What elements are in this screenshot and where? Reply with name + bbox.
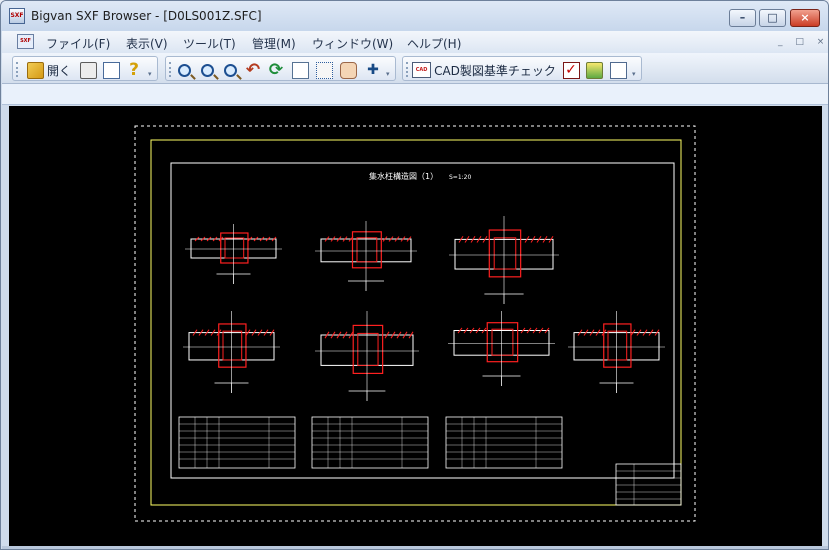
folder-icon — [26, 61, 44, 79]
zoom-in-icon — [200, 63, 214, 77]
detail-bottom-2 — [315, 311, 419, 401]
open-button[interactable]: 開く — [23, 60, 75, 80]
rebar-table — [178, 416, 296, 469]
menu-file[interactable]: ファイル(F) — [46, 37, 111, 51]
refresh-icon: ⟳ — [268, 59, 284, 80]
detail-bottom-1 — [183, 311, 280, 393]
check-toolbar: CAD CAD製図基準チェック ✓ ▾ — [402, 56, 642, 81]
layers-button[interactable] — [584, 60, 604, 80]
checklist-button[interactable]: ✓ — [561, 60, 581, 80]
cad-drawing[interactable]: 集水枉構造図（1） S=1:20 — [9, 106, 822, 546]
help-button[interactable]: ? — [124, 60, 144, 80]
title-block — [615, 463, 682, 506]
checklist-icon: ✓ — [562, 61, 580, 79]
toolbar-grip[interactable] — [16, 62, 18, 77]
cad-check-label: CAD製図基準チェック — [434, 63, 556, 78]
chevron-down-icon[interactable]: ▾ — [632, 70, 636, 78]
empty-toolbar-area — [2, 84, 828, 105]
select-button[interactable]: ✚ — [363, 60, 383, 80]
menu-view[interactable]: 表示(V) — [126, 37, 168, 51]
zoom-icon — [177, 63, 191, 77]
detail-top-1 — [185, 224, 282, 284]
detail-bottom-3 — [448, 311, 555, 386]
zoom-button[interactable] — [174, 60, 194, 80]
fit-window-button[interactable] — [314, 60, 334, 80]
zoom-in-button[interactable] — [197, 60, 217, 80]
printer-icon — [79, 61, 97, 79]
rebar-tables — [178, 416, 563, 469]
app-icon[interactable]: SXF — [9, 8, 25, 24]
menu-manage[interactable]: 管理(M) — [252, 37, 296, 51]
drawing-scale: S=1:20 — [449, 174, 471, 181]
detail-bottom-4 — [568, 311, 665, 393]
view-toolbar: ↶ ⟳ ✚ ▾ — [165, 56, 396, 81]
menu-tools[interactable]: ツール(T) — [183, 37, 236, 51]
chart-button[interactable] — [608, 60, 628, 80]
layers-icon — [585, 61, 603, 79]
open-label: 開く — [46, 63, 71, 78]
rebar-table — [445, 416, 563, 469]
toolbar-grip[interactable] — [169, 62, 171, 77]
detail-top-2 — [315, 221, 417, 291]
close-icon: × — [800, 11, 810, 24]
status-strip — [2, 546, 828, 549]
title-bar[interactable]: SXF Bigvan SXF Browser - [D0LS001Z.SFC] … — [1, 1, 828, 31]
zoom-out-icon — [223, 63, 237, 77]
window-title: Bigvan SXF Browser - [D0LS001Z.SFC] — [31, 9, 262, 23]
menu-window[interactable]: ウィンドウ(W) — [312, 37, 394, 51]
section-details — [183, 216, 665, 401]
close-button[interactable]: × — [790, 9, 820, 27]
detail-top-3 — [449, 216, 559, 304]
mdi-window-controls[interactable]: _ □ × — [778, 37, 829, 47]
print-preview-icon — [102, 61, 120, 79]
refresh-button[interactable]: ⟳ — [266, 60, 286, 80]
chevron-down-icon[interactable]: ▾ — [148, 70, 152, 78]
minimize-icon: – — [739, 11, 746, 24]
rebar-table — [311, 416, 429, 469]
pan-button[interactable] — [338, 60, 358, 80]
maximize-button[interactable]: □ — [759, 9, 786, 27]
menu-bar: SXF ファイル(F) 表示(V) ツール(T) 管理(M) ウィンドウ(W) … — [2, 31, 828, 53]
file-toolbar: 開く ? ▾ — [12, 56, 158, 81]
document-icon[interactable]: SXF — [17, 34, 34, 49]
chart-icon — [609, 61, 627, 79]
drawing-title: 集水枉構造図（1） — [369, 171, 438, 181]
print-button[interactable] — [78, 60, 98, 80]
cad-check-button[interactable]: CAD CAD製図基準チェック — [412, 60, 556, 80]
menu-help[interactable]: ヘルプ(H) — [407, 37, 462, 51]
maximize-icon: □ — [767, 11, 778, 24]
print-preview-button[interactable] — [101, 60, 121, 80]
drawing-canvas[interactable]: 集水枉構造図（1） S=1:20 — [9, 106, 822, 546]
page-icon — [291, 61, 309, 79]
fit-window-icon — [315, 61, 333, 79]
zoom-out-button[interactable] — [220, 60, 240, 80]
chevron-down-icon[interactable]: ▾ — [386, 70, 390, 78]
help-icon: ? — [129, 59, 139, 80]
toolbar-grip[interactable] — [406, 62, 408, 77]
sheet-border — [150, 139, 682, 506]
cursor-icon: ✚ — [367, 61, 379, 78]
page-button[interactable] — [290, 60, 310, 80]
pan-icon — [339, 61, 357, 79]
undo-button[interactable]: ↶ — [243, 60, 263, 80]
cad-check-icon: CAD — [412, 62, 432, 78]
undo-icon: ↶ — [245, 59, 261, 80]
minimize-button[interactable]: – — [729, 9, 756, 27]
toolbar-row: 開く ? ▾ ↶ ⟳ ✚ ▾ CAD CAD製図基準チェック — [2, 53, 828, 84]
drawing-frame — [170, 162, 675, 479]
print-area-boundary — [134, 125, 696, 522]
